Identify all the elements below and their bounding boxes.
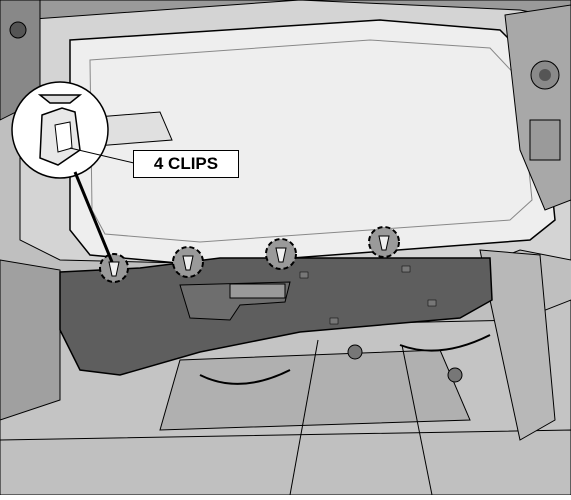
glove-box-inner-edge (89, 39, 533, 243)
lower-bolt-2 (447, 367, 463, 383)
cover-tab-3 (329, 317, 339, 325)
glove-box-door (69, 19, 556, 266)
lower-bolt-1 (347, 344, 363, 360)
clips-callout-label: 4 CLIPS (133, 150, 239, 178)
cover-tab-2 (401, 265, 411, 273)
cover-slot (229, 283, 286, 299)
clip-1 (99, 253, 129, 283)
clip-detail-bubble (11, 81, 109, 179)
cover-tab-1 (299, 271, 309, 279)
cover-tab-4 (427, 299, 437, 307)
clip-3 (265, 238, 297, 270)
detail-leader (73, 171, 114, 263)
floor-panel (0, 429, 571, 496)
label-leader (69, 147, 135, 164)
clip-4 (368, 226, 400, 258)
bracket-plate (529, 119, 561, 161)
wire-harness-2 (399, 334, 491, 352)
left-bolt (9, 21, 27, 39)
wire-harness-1 (199, 369, 291, 385)
lower-bracket (159, 349, 471, 431)
clip-2 (172, 246, 204, 278)
cover-leader (289, 339, 319, 496)
bracket-leader (401, 344, 433, 496)
glove-box-lower-cover (59, 257, 493, 376)
bracket-bolt (539, 69, 551, 81)
